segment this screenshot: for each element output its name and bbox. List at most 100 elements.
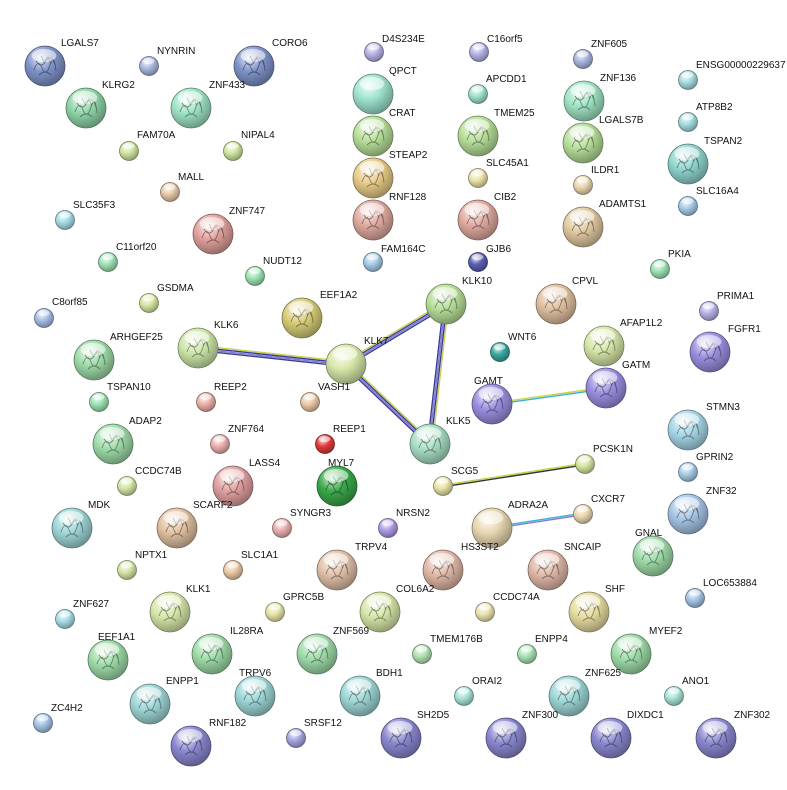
- node-atp8b2[interactable]: ATP8B2: [678, 102, 733, 132]
- node-gamt[interactable]: GAMT: [471, 376, 513, 425]
- node-sncaip[interactable]: SNCAIP: [527, 542, 602, 591]
- node-slc1a1[interactable]: SLC1A1: [223, 550, 279, 580]
- node-adap2[interactable]: ADAP2: [92, 416, 162, 465]
- node-ano1[interactable]: ANO1: [664, 676, 710, 706]
- node-nipal4[interactable]: NIPAL4: [223, 130, 276, 161]
- node-rnf128[interactable]: RNF128: [352, 192, 427, 241]
- node-znf302[interactable]: ZNF302: [695, 710, 771, 759]
- node-rnf182[interactable]: RNF182: [170, 718, 247, 767]
- node-trpv4[interactable]: TRPV4: [316, 542, 388, 591]
- node-zc4h2[interactable]: ZC4H2: [33, 703, 84, 733]
- node-bdh1[interactable]: BDH1: [339, 668, 403, 717]
- node-ildr1[interactable]: ILDR1: [573, 165, 620, 195]
- node-scg5[interactable]: SCG5: [433, 466, 479, 496]
- node-stmn3[interactable]: STMN3: [667, 402, 740, 451]
- node-fgfr1[interactable]: FGFR1: [689, 324, 761, 373]
- node-znf605[interactable]: ZNF605: [573, 39, 628, 69]
- node-scarf2[interactable]: SCARF2: [156, 500, 233, 549]
- node-nrsn2[interactable]: NRSN2: [378, 508, 431, 538]
- node-cxcr7[interactable]: CXCR7: [573, 494, 626, 524]
- edge-klk10-klk5[interactable]: [426, 303, 450, 445]
- node-slc45a1[interactable]: SLC45A1: [468, 158, 530, 188]
- node-mdk[interactable]: MDK: [51, 500, 111, 549]
- node-reep2[interactable]: REEP2: [196, 382, 248, 412]
- node-ccdc74b[interactable]: CCDC74B: [117, 466, 183, 496]
- node-wnt6[interactable]: WNT6: [490, 332, 537, 362]
- node-enpp4[interactable]: ENPP4: [517, 634, 569, 664]
- node-orai2[interactable]: ORAI2: [454, 676, 503, 706]
- node-hs3st2[interactable]: HS3ST2: [422, 542, 499, 591]
- node-ensg00000229637[interactable]: ENSG00000229637: [678, 60, 786, 90]
- node-nptx1[interactable]: NPTX1: [117, 550, 168, 580]
- node-nynrin[interactable]: NYNRIN: [139, 46, 196, 76]
- node-shf[interactable]: SHF: [568, 584, 625, 633]
- node-c8orf85[interactable]: C8orf85: [34, 297, 89, 328]
- node-tspan10[interactable]: TSPAN10: [89, 382, 152, 412]
- node-klk1[interactable]: KLK1: [149, 584, 211, 633]
- node-afap1l2[interactable]: AFAP1L2: [583, 318, 663, 367]
- node-cib2[interactable]: CIB2: [457, 192, 517, 241]
- node-gprc5b[interactable]: GPRC5B: [265, 592, 325, 622]
- node-tmem25[interactable]: TMEM25: [457, 108, 535, 157]
- node-arhgef25[interactable]: ARHGEF25: [73, 332, 163, 381]
- node-klrg2[interactable]: KLRG2: [65, 80, 135, 129]
- node-steap2[interactable]: STEAP2: [352, 150, 428, 199]
- node-c16orf5[interactable]: C16orf5: [469, 34, 524, 62]
- node-znf32[interactable]: ZNF32: [667, 486, 737, 535]
- node-adamts1[interactable]: ADAMTS1: [562, 199, 647, 248]
- node-vash1[interactable]: VASH1: [300, 382, 351, 412]
- node-syngr3[interactable]: SYNGR3: [272, 508, 332, 538]
- edge-klk6-klk7[interactable]: [197, 344, 347, 368]
- edge-scg5-pcsk1n[interactable]: [442, 462, 586, 488]
- node-lgals7[interactable]: LGALS7: [24, 38, 99, 87]
- node-znf627[interactable]: ZNF627: [55, 599, 110, 629]
- node-apcdd1[interactable]: APCDD1: [468, 74, 528, 104]
- node-fam164c[interactable]: FAM164C: [363, 244, 426, 272]
- node-c11orf20[interactable]: C11orf20: [98, 242, 157, 272]
- node-lass4[interactable]: LASS4: [212, 458, 281, 507]
- node-reep1[interactable]: REEP1: [315, 424, 367, 454]
- node-crat[interactable]: CRAT: [352, 108, 415, 157]
- node-col6a2[interactable]: COL6A2: [359, 584, 435, 633]
- node-ccdc74a[interactable]: CCDC74A: [475, 592, 541, 622]
- node-znf625[interactable]: ZNF625: [548, 668, 622, 717]
- node-pcsk1n[interactable]: PCSK1N: [575, 444, 634, 474]
- node-dixdc1[interactable]: DIXDC1: [590, 710, 664, 759]
- node-loc653884[interactable]: LOC653884: [685, 578, 758, 608]
- node-znf433[interactable]: ZNF433: [170, 80, 246, 129]
- node-tspan2[interactable]: TSPAN2: [667, 136, 743, 185]
- node-mall[interactable]: MALL: [160, 172, 205, 202]
- node-klk7[interactable]: KLK7: [325, 336, 389, 385]
- node-pkia[interactable]: PKIA: [650, 249, 692, 279]
- node-nudt12[interactable]: NUDT12: [245, 256, 303, 286]
- node-gatm[interactable]: GATM: [585, 360, 650, 409]
- node-fam70a[interactable]: FAM70A: [119, 130, 176, 161]
- node-gjb6[interactable]: GJB6: [468, 244, 512, 272]
- node-trpv6[interactable]: TRPV6: [234, 668, 276, 717]
- node-tmem176b[interactable]: TMEM176B: [412, 634, 484, 664]
- node-prima1[interactable]: PRIMA1: [699, 291, 755, 321]
- node-klk5[interactable]: KLK5: [409, 416, 471, 465]
- node-gnal[interactable]: GNAL: [632, 528, 674, 577]
- node-lgals7b[interactable]: LGALS7B: [562, 115, 644, 164]
- node-znf764[interactable]: ZNF764: [210, 424, 265, 454]
- node-coro6[interactable]: CORO6: [233, 38, 308, 87]
- node-znf747[interactable]: ZNF747: [192, 206, 266, 255]
- node-qpct[interactable]: QPCT: [352, 66, 417, 115]
- node-cpvl[interactable]: CPVL: [535, 276, 599, 325]
- node-gsdma[interactable]: GSDMA: [139, 283, 195, 313]
- node-klk10[interactable]: KLK10: [425, 276, 492, 325]
- node-eef1a1[interactable]: EEF1A1: [87, 632, 136, 681]
- node-myl7[interactable]: MYL7: [316, 458, 358, 507]
- node-klk6[interactable]: KLK6: [177, 320, 239, 369]
- node-znf300[interactable]: ZNF300: [485, 710, 559, 759]
- node-adra2a[interactable]: ADRA2A: [471, 500, 548, 549]
- node-enpp1[interactable]: ENPP1: [129, 676, 199, 725]
- node-slc35f3[interactable]: SLC35F3: [55, 200, 116, 230]
- node-znf569[interactable]: ZNF569: [296, 626, 370, 675]
- node-srsf12[interactable]: SRSF12: [286, 718, 343, 748]
- node-eef1a2[interactable]: EEF1A2: [281, 290, 358, 339]
- node-il28ra[interactable]: IL28RA: [191, 626, 264, 675]
- node-myef2[interactable]: MYEF2: [610, 626, 683, 675]
- node-gprin2[interactable]: GPRIN2: [678, 452, 734, 482]
